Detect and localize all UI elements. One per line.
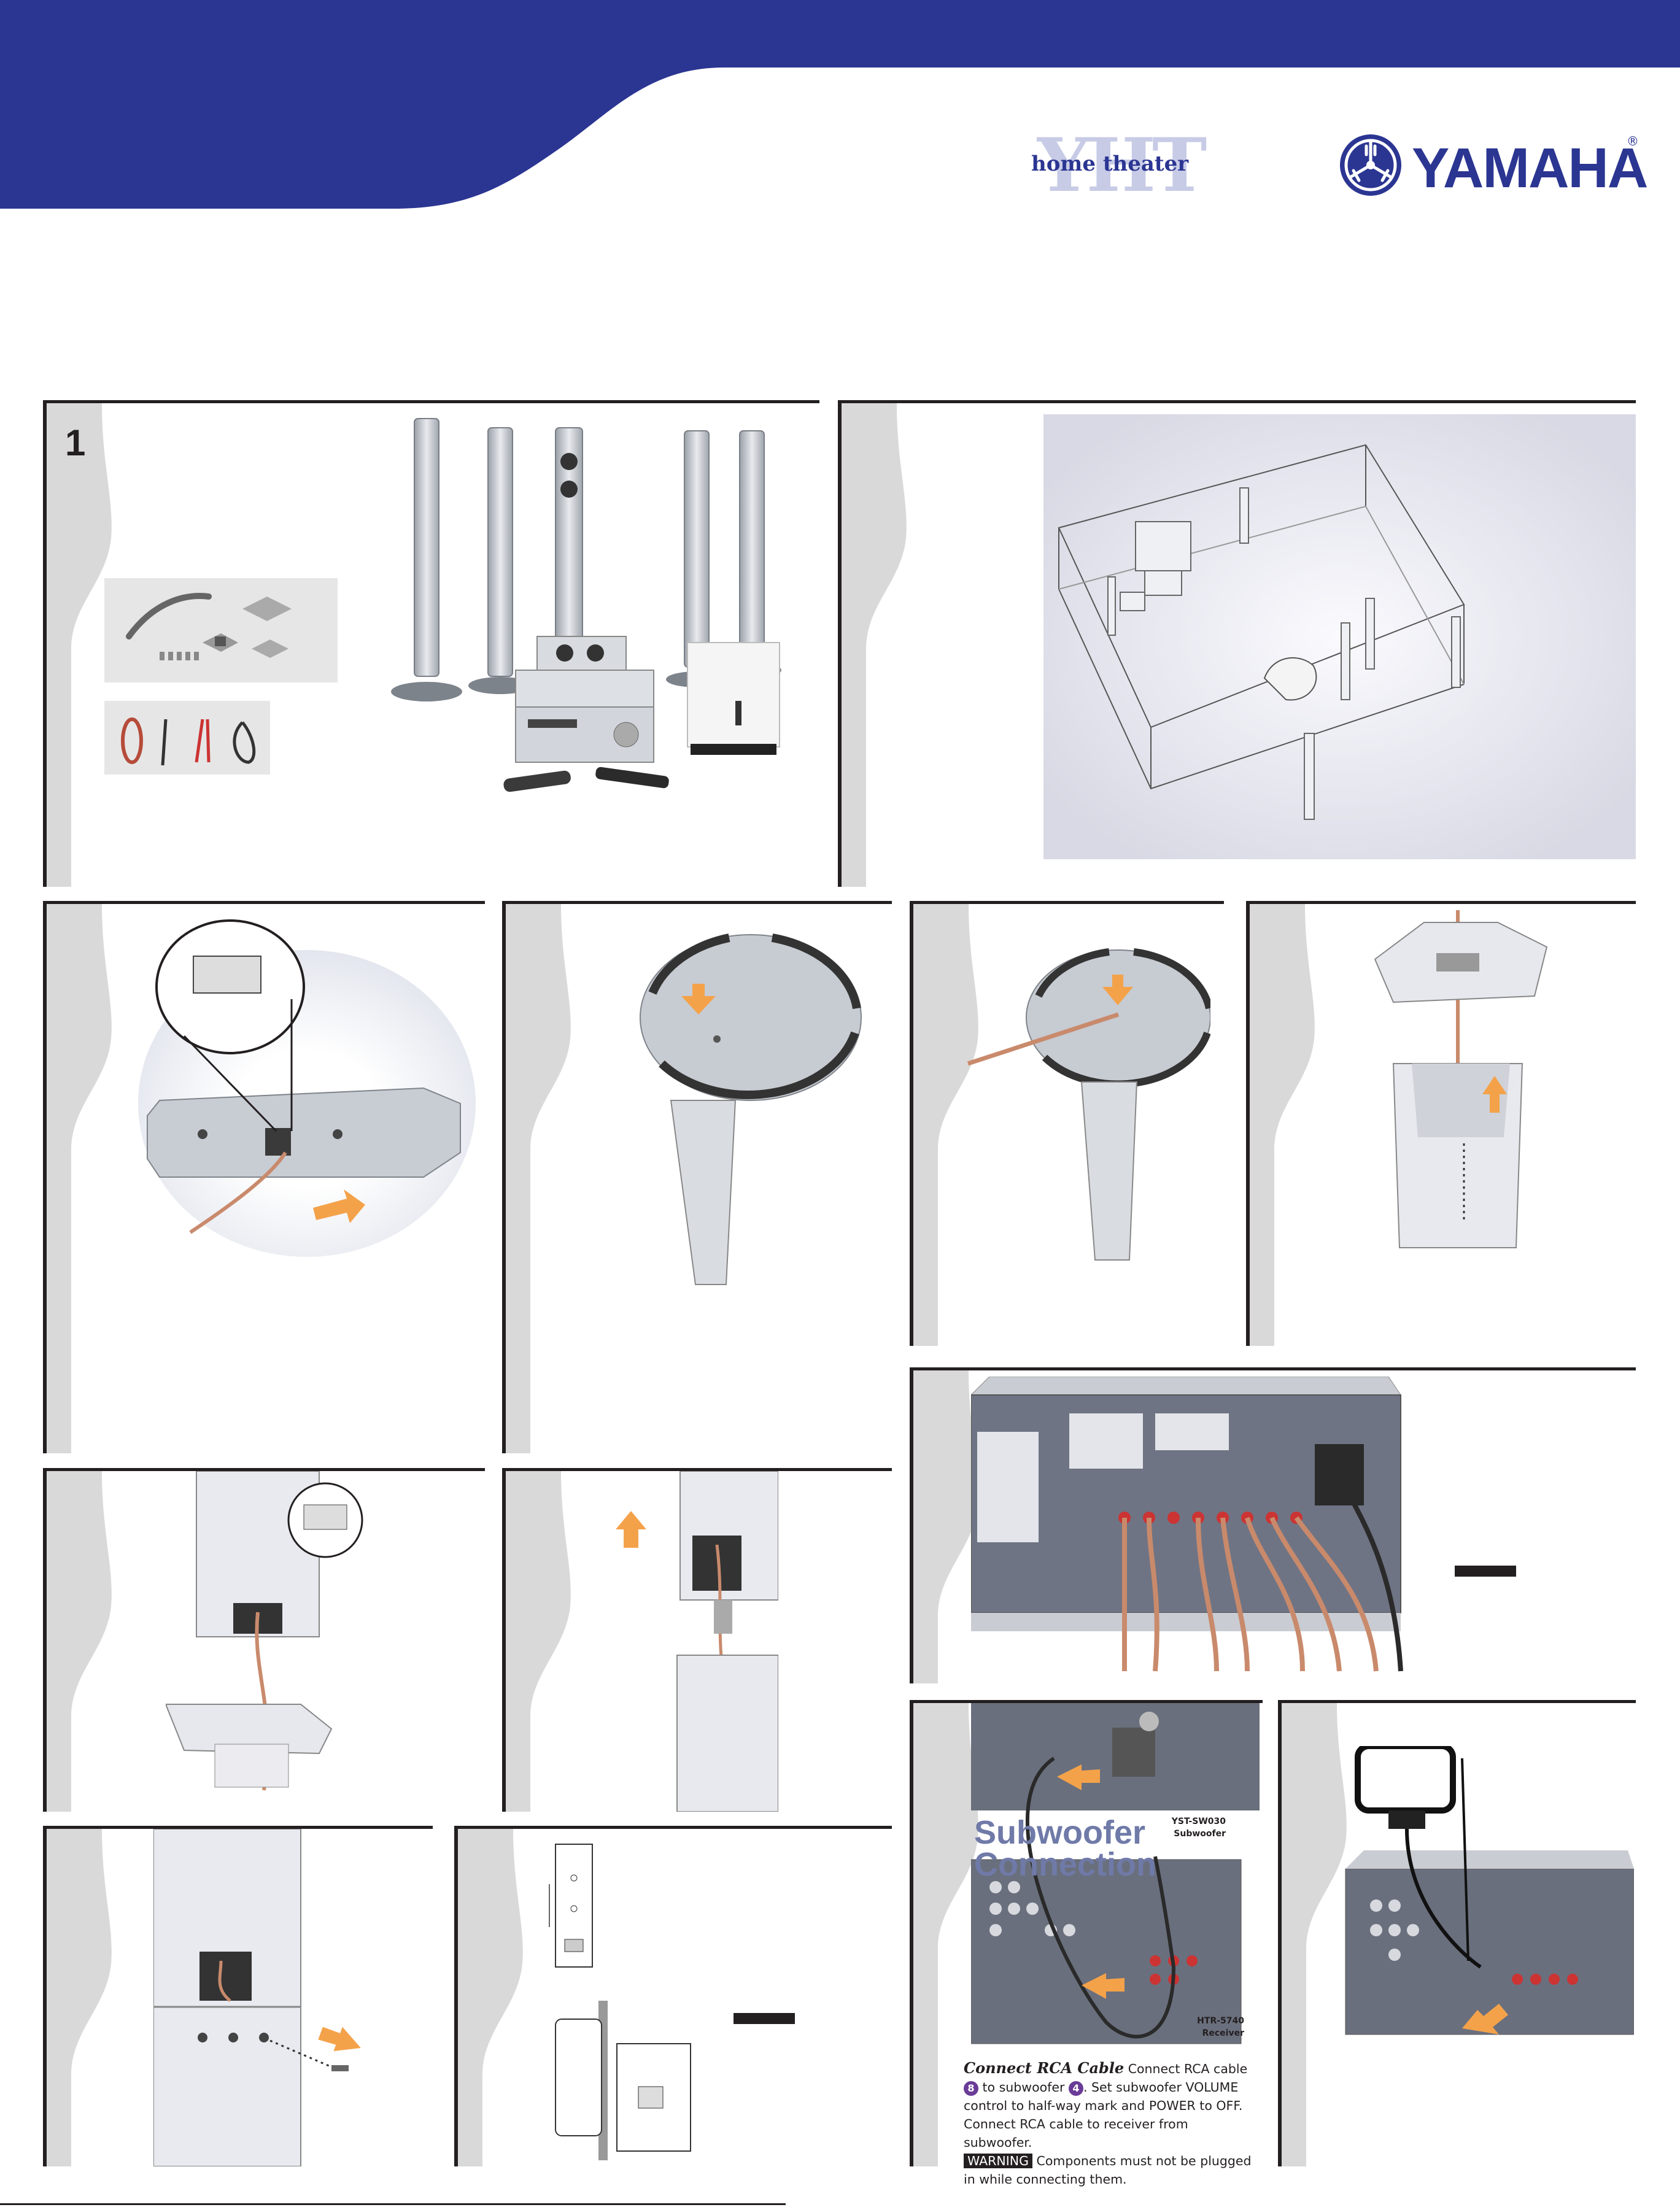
speaker-bottom-wiring-illustration — [166, 1471, 363, 1791]
panel-rail — [910, 1703, 913, 2166]
receiver-rear-wiring-illustration — [971, 1377, 1403, 1672]
subwoofer-model: YST-SW030 — [1171, 1817, 1226, 1826]
panel-receiver-speaker-wiring — [910, 1367, 1636, 1683]
home-theater-system-illustration — [391, 418, 781, 792]
panel-rail — [910, 904, 913, 1346]
panel-wave-accent — [842, 403, 907, 887]
panel-rail — [43, 1471, 47, 1812]
panel-speaker-to-bracket-wiring — [43, 1468, 485, 1812]
panel-stand-base-top — [502, 901, 892, 1453]
panel-speaker-placement — [838, 400, 1636, 887]
header-band — [0, 0, 1680, 209]
warning-text: Components must not be plugged in while … — [964, 2154, 1252, 2187]
panel-wave-accent — [47, 1471, 112, 1812]
redaction-bar — [734, 2013, 795, 2024]
panel-wave-accent — [913, 1703, 978, 2166]
accessory-hardware-illustration — [104, 578, 338, 682]
room-layout-illustration — [1043, 414, 1636, 859]
panel-step-1-contents: 1 — [43, 400, 819, 887]
panel-wall-mount — [454, 1826, 892, 2166]
home-theater-text: home theater — [1031, 152, 1189, 176]
panel-wave-accent — [458, 1829, 523, 2166]
wall-mount-diagram-illustration — [549, 1844, 691, 2160]
speaker-screw-fixing-illustration — [153, 1829, 361, 2166]
am-antenna-connection-illustration — [1345, 1746, 1634, 2035]
yht-mark: YHT — [1037, 122, 1207, 209]
panel-rail — [1278, 1703, 1282, 2166]
panel-subwoofer-connection: Subwoofer Connection YST-SW030 Subwoofer… — [910, 1700, 1263, 2166]
panel-rail — [838, 403, 842, 887]
speaker-bracket-illustration — [1374, 910, 1548, 1248]
rca-text-c: . Set subwoofer VOLUME control to half-w… — [964, 2080, 1243, 2150]
panel-wave-accent — [47, 904, 112, 1453]
panel-speaker-bracket-attach — [1246, 901, 1636, 1346]
panel-wave-accent — [47, 403, 112, 887]
panel-wave-accent — [913, 904, 978, 1346]
panel-wave-accent — [913, 1370, 978, 1683]
stand-cable-route-illustration — [967, 948, 1210, 1261]
item-badge-4: 4 — [1068, 2081, 1083, 2096]
panel-wave-accent — [47, 1829, 112, 2166]
panel-wave-accent — [506, 1471, 571, 1812]
panel-rail — [454, 1829, 458, 2166]
subwoofer-connection-title: Subwoofer Connection — [974, 1814, 1156, 1883]
receiver-model-label: HTR-5740 Receiver — [1174, 2015, 1244, 2039]
yamaha-logo: YAMAHA ® — [1337, 129, 1648, 203]
item-badge-8: 8 — [964, 2081, 978, 2096]
redaction-bar — [1455, 1566, 1516, 1577]
stand-base-illustration — [640, 933, 862, 1285]
footer-rule — [0, 2203, 786, 2205]
panel-rail — [910, 1370, 913, 1683]
tuning-fork-emblem-icon — [1340, 134, 1401, 196]
registered-mark: ® — [1627, 134, 1639, 149]
subwoofer-model-label: YST-SW030 Subwoofer — [1155, 1815, 1226, 1840]
center-speaker-terminal-illustration — [138, 919, 476, 1257]
panel-wave-accent — [1282, 1703, 1347, 2166]
rca-heading: Connect RCA Cable — [964, 2059, 1125, 2077]
panel-wave-accent — [1250, 904, 1315, 1346]
warning-label: WARNING — [964, 2154, 1033, 2168]
panel-rail — [43, 403, 47, 887]
panel-speaker-screw-fix — [43, 1826, 433, 2166]
subwoofer-rca-connection-illustration — [971, 1703, 1260, 2044]
panel-speaker-mount-on-stand — [502, 1468, 892, 1812]
receiver-type: Receiver — [1202, 2028, 1244, 2038]
step-number: 1 — [65, 422, 86, 463]
subwoofer-type: Subwoofer — [1174, 1829, 1226, 1839]
speaker-mount-illustration — [616, 1471, 778, 1812]
panel-rail — [502, 904, 506, 1453]
panel-rail — [1246, 904, 1250, 1346]
rca-connection-instructions: Connect RCA Cable Connect RCA cable 8 to… — [964, 2059, 1258, 2189]
receiver-model: HTR-5740 — [1197, 2016, 1244, 2026]
panel-rail — [502, 1471, 506, 1812]
panel-center-speaker-wiring — [43, 901, 485, 1453]
panel-am-antenna — [1278, 1700, 1636, 2166]
panel-wave-accent — [506, 904, 571, 1453]
panel-stand-cable-route — [910, 901, 1224, 1346]
cables-accessory-illustration — [104, 701, 270, 775]
yht-home-theater-logo: YHT home theater — [1019, 126, 1207, 206]
yamaha-wordmark: YAMAHA — [1412, 137, 1648, 199]
panel-rail — [43, 904, 47, 1453]
rca-text-a: Connect RCA cable — [1124, 2061, 1248, 2076]
rca-text-b: to subwoofer — [978, 2080, 1069, 2095]
panel-rail — [43, 1829, 47, 2166]
